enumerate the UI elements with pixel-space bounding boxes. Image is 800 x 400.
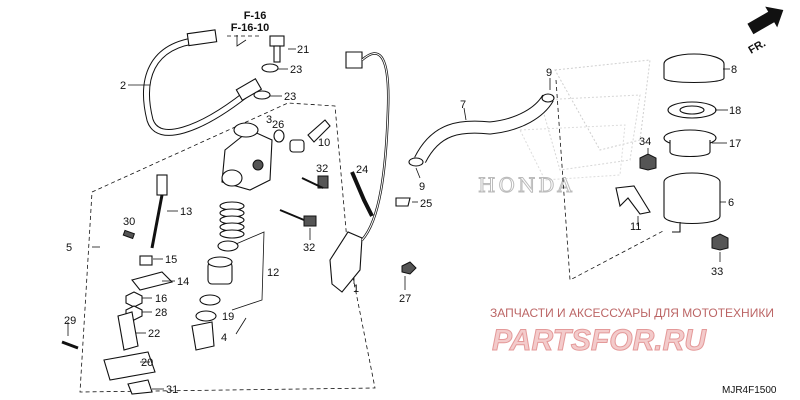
clip-31: [127, 379, 153, 395]
callout-5: 5: [66, 242, 72, 254]
reservoir-link-line: [555, 79, 666, 281]
callout-21: 21: [297, 44, 309, 56]
callout-6: 6: [728, 197, 734, 209]
reference-labels: F-16 F-16-10: [231, 10, 270, 47]
callout-20: 20: [141, 357, 153, 369]
reservoir-diaphragm: [663, 129, 717, 158]
primary-cup: [217, 240, 239, 252]
callout-32-upper: 32: [316, 163, 328, 175]
honda-logo-text: HONDA: [478, 173, 575, 197]
oil-bolt: [269, 35, 285, 63]
bolt-33: [711, 233, 729, 251]
callout-23-lower: 23: [284, 91, 296, 103]
plate-20: [103, 351, 156, 381]
hose-clamp-lower: [408, 157, 424, 167]
diagram-code: MJR4F1500: [722, 385, 777, 396]
ref-f16-10: F-16-10: [231, 22, 270, 34]
brake-light-switch: [345, 51, 390, 241]
circlip-19: [195, 310, 217, 322]
callout-33: 33: [711, 266, 723, 278]
boot-4: [191, 321, 215, 351]
watermark-site: PARTSFOR.RU: [492, 324, 707, 357]
push-rod-22: [117, 311, 139, 351]
callout-24: 24: [356, 164, 368, 176]
ref-arrow: [236, 35, 247, 47]
callout-18: 18: [729, 105, 741, 117]
bolt-27: [401, 261, 417, 275]
bolt-32-upper: [301, 175, 329, 189]
spring: [219, 201, 245, 239]
o-ring-26: [273, 129, 285, 143]
callout-27: 27: [399, 293, 411, 305]
washer-19: [199, 294, 221, 306]
cotter-pin-29: [61, 340, 79, 350]
callout-23-upper: 23: [290, 64, 302, 76]
callout-15: 15: [165, 254, 177, 266]
callout-14: 14: [177, 276, 189, 288]
master-cylinder-bracket: [329, 231, 363, 293]
callout-22: 22: [148, 328, 160, 340]
callout-11: 11: [630, 221, 641, 233]
front-direction-arrow: FR.: [747, 6, 784, 57]
sealing-washer-upper: [261, 63, 279, 73]
callout-4: 4: [221, 332, 227, 344]
honda-wing-emblem: HONDA: [478, 59, 651, 198]
callout-17: 17: [729, 138, 741, 150]
brake-hose: [143, 29, 263, 136]
watermark-caption: ЗАПЧАСТИ И АКСЕССУАРЫ ДЛЯ МОТОТЕХНИКИ: [490, 306, 774, 320]
leader-bracket-12-19: [231, 231, 265, 311]
piston: [207, 256, 233, 285]
callout-16: 16: [155, 293, 167, 305]
master-cylinder-body: [221, 122, 273, 191]
joint-15: [139, 255, 153, 266]
joint-cap-3: [289, 139, 305, 153]
callout-30: 30: [123, 216, 135, 228]
callout-7: 7: [460, 99, 466, 111]
push-rod: [150, 174, 168, 249]
reservoir-plate: [667, 101, 717, 119]
bolt-34: [639, 153, 657, 171]
reservoir-hose: [414, 94, 554, 164]
ref-f16: F-16: [244, 10, 267, 22]
callout-2: 2: [120, 80, 126, 92]
clip-25: [395, 197, 411, 207]
front-direction-label: FR.: [747, 37, 768, 56]
reservoir-cap: [663, 53, 725, 83]
pin-30: [122, 229, 136, 240]
callout-29: 29: [64, 315, 76, 327]
callout-12: 12: [267, 267, 279, 279]
reservoir-body: [663, 172, 721, 233]
leader-lines: [67, 48, 730, 390]
callout-25: 25: [420, 198, 432, 210]
callout-8: 8: [731, 64, 737, 76]
callout-3: 3: [266, 114, 272, 126]
callout-10: 10: [318, 137, 330, 149]
callout-32-lower: 32: [303, 242, 315, 254]
callout-26: 26: [272, 119, 284, 131]
hose-joint-10: [307, 119, 331, 143]
callout-1: 1: [353, 283, 359, 295]
callout-9-upper: 9: [546, 67, 552, 79]
reservoir-stay: [615, 185, 651, 215]
callout-9-lower: 9: [419, 181, 425, 193]
callout-13: 13: [180, 206, 192, 218]
hose-clamp-upper: [541, 93, 555, 103]
bolt-32-lower: [279, 209, 317, 227]
sealing-washer-lower: [253, 90, 271, 100]
callout-numbers: 1 2 3 4 5 6 7 8 9 9 10 11 12 13 14 15 16…: [64, 44, 741, 396]
push-rod-joint-14: [131, 271, 174, 291]
callout-28: 28: [155, 307, 167, 319]
nut-16: [125, 291, 143, 308]
callout-31: 31: [166, 384, 178, 396]
callout-19: 19: [222, 311, 234, 323]
callout-34: 34: [639, 136, 651, 148]
